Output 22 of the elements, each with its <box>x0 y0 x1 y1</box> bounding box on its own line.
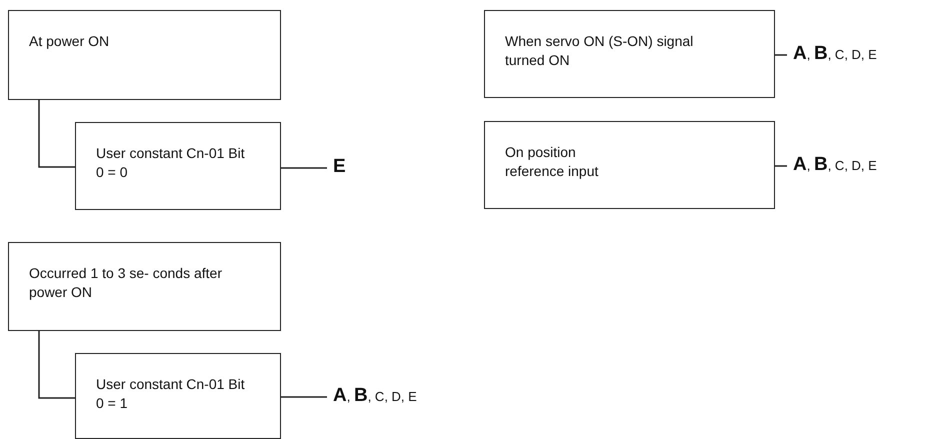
result-label: A, B, C, D, E <box>333 386 418 407</box>
process-box <box>484 121 775 209</box>
connector-line <box>38 100 75 168</box>
connector-line <box>38 331 75 399</box>
process-box <box>75 122 281 210</box>
process-box <box>8 242 281 331</box>
process-box <box>8 10 281 100</box>
box-label: At power ON <box>29 32 110 51</box>
connector-line <box>281 396 327 398</box>
box-label: When servo ON (S-ON) signal turned ON <box>505 32 694 70</box>
result-label: A, B, C, D, E <box>793 155 878 176</box>
result-label: A, B, C, D, E <box>793 44 878 65</box>
connector-line <box>775 54 787 56</box>
process-box <box>484 10 775 98</box>
connector-line <box>281 167 327 169</box>
connector-line <box>775 165 787 167</box>
box-label: Occurred 1 to 3 se- conds after power ON <box>29 264 223 302</box>
process-box <box>75 353 281 439</box>
result-label: E <box>333 157 347 178</box>
box-label: On position reference input <box>505 143 600 181</box>
box-label: User constant Cn-01 Bit 0 = 1 <box>96 375 246 413</box>
box-label: User constant Cn-01 Bit 0 = 0 <box>96 144 246 182</box>
